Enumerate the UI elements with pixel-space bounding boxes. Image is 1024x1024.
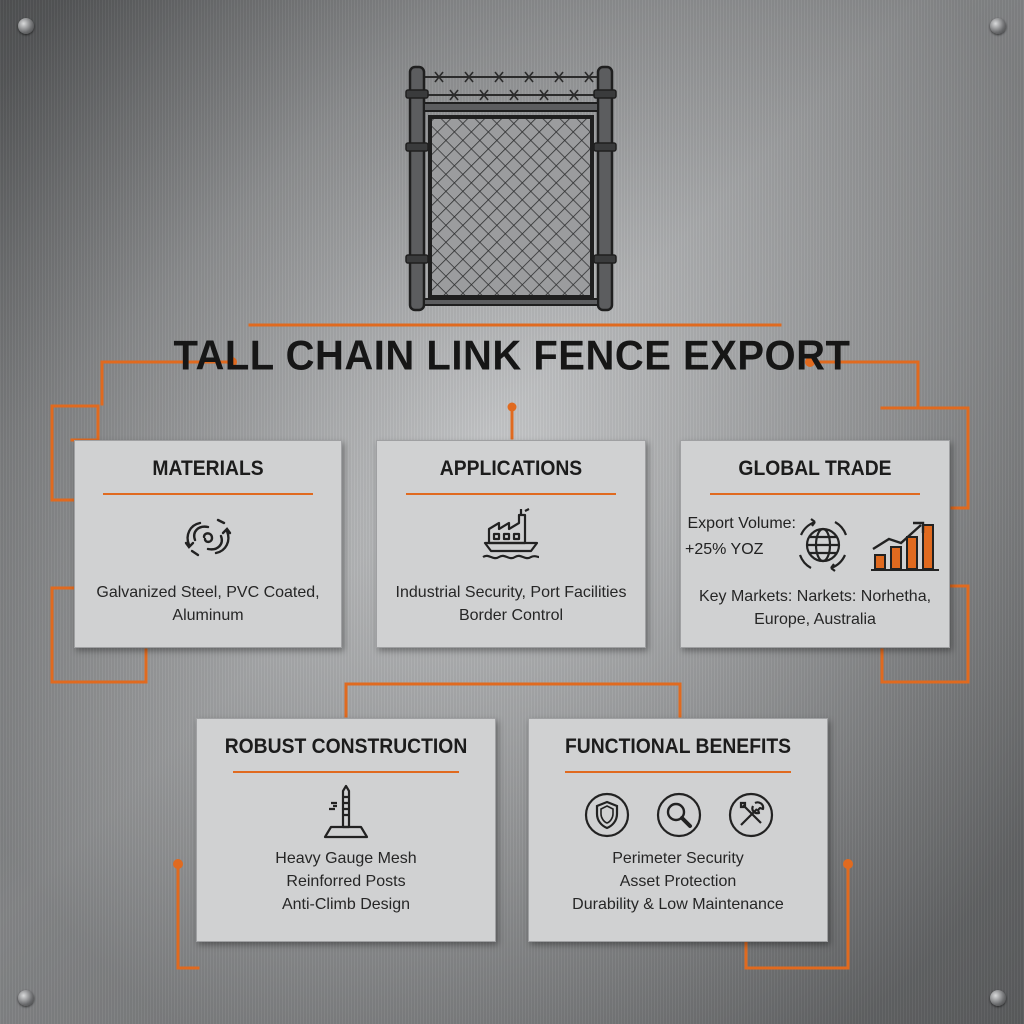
applications-line-1: Industrial Security, Port Facilities — [395, 584, 627, 601]
export-volume-label: Export Volume: — [687, 515, 797, 532]
panel-rule — [233, 771, 459, 773]
growth-chart-icon — [871, 521, 939, 571]
panel-title-robust-construction: ROBUST CONSTRUCTION — [224, 735, 468, 758]
materials-line-2: Aluminum — [172, 607, 244, 624]
applications-line-2: Border Control — [458, 607, 564, 624]
panel-rule — [710, 493, 920, 495]
panel-applications: APPLICATIONS Industrial Security, Port F… — [376, 440, 646, 648]
panel-title-materials: MATERIALS — [152, 457, 264, 480]
rivet-top-right — [990, 18, 1006, 34]
materials-line-1: Galvanized Steel, PVC Coated, — [96, 584, 320, 601]
magnifier-icon — [656, 792, 702, 838]
page-title: TALL CHAIN LINK FENCE EXPORT — [173, 332, 851, 380]
benefits-line-1: Perimeter Security — [612, 850, 744, 867]
global-trade-line-1: Key Markets: Narkets: Norhetha, — [698, 588, 932, 605]
construction-line-2: Reinforred Posts — [286, 873, 406, 890]
rivet-bottom-right — [990, 990, 1006, 1006]
panel-robust-construction: ROBUST CONSTRUCTION Heavy Gauge Mesh Rei… — [196, 718, 496, 942]
globe-icon — [798, 518, 848, 572]
chain-link-gate-icon — [405, 65, 617, 312]
rivet-bottom-left — [18, 990, 34, 1006]
global-trade-line-2: Europe, Australia — [754, 611, 876, 628]
benefits-line-3: Durability & Low Maintenance — [572, 896, 784, 913]
rivet-top-left — [18, 18, 34, 34]
benefits-line-2: Asset Protection — [619, 873, 737, 890]
panel-title-functional-benefits: FUNCTIONAL BENEFITS — [564, 735, 792, 758]
panel-rule — [406, 493, 616, 495]
panel-title-global-trade: GLOBAL TRADE — [738, 457, 892, 480]
panel-rule — [565, 771, 791, 773]
panel-global-trade: GLOBAL TRADE Export Volume: +25% YOZ Key… — [680, 440, 950, 648]
swirl-arrows-icon — [184, 518, 232, 557]
factory-port-icon — [482, 508, 540, 560]
fence-post-icon — [323, 784, 369, 839]
construction-line-1: Heavy Gauge Mesh — [275, 850, 417, 867]
panel-title-applications: APPLICATIONS — [439, 457, 583, 480]
panel-materials: MATERIALS Galvanized Steel, PVC Coated, … — [74, 440, 342, 648]
export-volume-value: +25% YOZ — [685, 541, 764, 558]
panel-functional-benefits: FUNCTIONAL BENEFITS Perimeter Security A… — [528, 718, 828, 942]
shield-icon — [584, 792, 630, 838]
panel-rule — [103, 493, 313, 495]
construction-line-3: Anti-Climb Design — [281, 896, 411, 913]
tools-icon — [728, 792, 774, 838]
